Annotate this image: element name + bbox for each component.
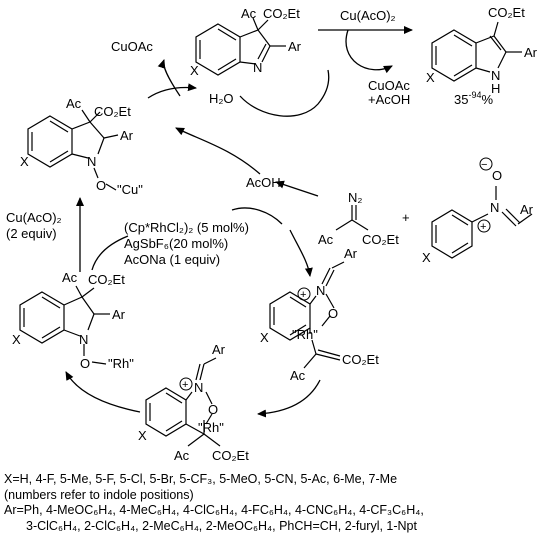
indolenine-co2et-label: CO₂Et (263, 6, 300, 21)
diazo-to-acoh-arrow (275, 180, 319, 197)
nitrone-o-label: O (492, 168, 502, 183)
insertion-co2et-label: CO₂Et (212, 448, 249, 463)
indoline-cu-o-label: O (96, 178, 106, 193)
ar-substituents-line-1: Ar=Ph, 4-MeOC₆H₄, 4-MeC₆H₄, 4-ClC₆H₄, 4-… (4, 503, 424, 517)
indoline-rh-ac-label: Ac (62, 270, 78, 285)
rhodacycle-x-label: X (260, 330, 269, 345)
indole-product: CO₂Et Ar N H X 35-94% (426, 5, 538, 107)
cycle-arrow-top-left (157, 59, 181, 97)
reaction-mechanism-scheme: Ac CO₂Et Ar N X CuOAc H₂O Cu(AcO)₂ CuOAc… (6, 5, 538, 463)
catalyst-line-1: (Cp*RhCl₂)₂ (5 mol%) (124, 220, 249, 235)
product-co2et-label: CO₂Et (488, 5, 525, 20)
indoline-rh-n-label: N (79, 332, 88, 347)
insertion-intermediate: + Ar N O "Rh" X Ac CO₂Et (138, 342, 249, 463)
rhodacycle-n-label: N (316, 283, 325, 298)
water-arc-arrow (239, 69, 330, 117)
indoline-cu-ar-label: Ar (120, 128, 134, 143)
rhodacycle-to-insertion-arrow (257, 379, 321, 418)
yield-base: 35-94% (454, 90, 493, 107)
indolenine-ac-label: Ac (241, 6, 257, 21)
cu-reagent-left-line-1: Cu(AcO)₂ (6, 210, 62, 225)
acoh-byproduct-label: +AcOH (368, 92, 410, 107)
product-h-label: H (491, 81, 500, 96)
catalyst-line-2: AgSbF₆(20 mol%) (124, 236, 228, 251)
cuoac-byproduct-label: CuOAc (368, 78, 410, 93)
diazo-co2et-label: CO₂Et (362, 232, 399, 247)
x-substituents-line: X=H, 4-F, 5-Me, 5-F, 5-Cl, 5-Br, 5-CF₃, … (4, 472, 398, 486)
acoh-center-label: AcOH (246, 175, 281, 190)
insertion-rh-label: "Rh" (198, 420, 224, 435)
diazo-compound: N₂ Ac CO₂Et (318, 190, 399, 247)
product-n-label: N (491, 68, 500, 83)
nitrone-minus-label: − (481, 159, 487, 171)
indoline-cu-n-label: N (87, 154, 96, 169)
indoline-cu-ac-label: Ac (66, 96, 82, 111)
cu-reagent-left-line-2: (2 equiv) (6, 226, 57, 241)
product-x-label: X (426, 70, 435, 85)
indoline-rh-x-label: X (12, 332, 21, 347)
ar-substituents-line-2: 3-ClC₆H₄, 2-ClC₆H₄, 2-MeC₆H₄, 2-MeOC₆H₄,… (26, 518, 417, 533)
cycle-arrow-to-indolenine (147, 83, 197, 99)
insertion-to-indoline-arrow (65, 371, 141, 413)
indolenine-x-label: X (190, 63, 199, 78)
insertion-ar-label: Ar (212, 342, 226, 357)
insertion-n-label: N (194, 380, 203, 395)
indoline-rh-co2et-label: CO₂Et (88, 272, 125, 287)
indoline-cu-metal-label: "Cu" (117, 182, 143, 197)
catalyst-line-3: AcONa (1 equiv) (124, 252, 220, 267)
indoline-rh-o-label: O (80, 356, 90, 371)
plus-sign: + (402, 210, 410, 225)
rh-carbene-ac-label: Ac (290, 368, 306, 383)
x-substituents-note: (numbers refer to indole positions) (4, 487, 194, 502)
nitrone-n-label: N (490, 200, 499, 215)
insertion-o-label: O (208, 402, 218, 417)
diazo-n2-label: N₂ (348, 190, 362, 205)
nitrone-reagent: − O N + Ar X (422, 157, 534, 265)
nitrone-ar-label: Ar (520, 202, 534, 217)
byproduct-release-arrow (345, 29, 393, 74)
insertion-plus-label: + (182, 379, 188, 391)
indolenine-n-label: N (253, 60, 262, 75)
indolenine-ar-label: Ar (288, 39, 302, 54)
nitrone-plus-label: + (480, 221, 486, 233)
cuoac-label-left: CuOAc (111, 39, 153, 54)
product-ar-label: Ar (524, 45, 538, 60)
indoline-copper-intermediate: Ac CO₂Et Ar N X O "Cu" (20, 96, 143, 197)
nitrone-x-label: X (422, 250, 431, 265)
catalyst-to-indoline-arrow (91, 235, 129, 271)
insertion-x-label: X (138, 428, 147, 443)
acoh-to-top-arrow (175, 127, 261, 175)
rhodacycle-intermediate: + Ar N O "Rh" X Ac CO₂Et (260, 246, 379, 383)
rhodacycle-ar-label: Ar (344, 246, 358, 261)
catalyst-arc-arrow (231, 207, 283, 225)
rhodacycle-plus-label: + (300, 289, 306, 301)
rh-carbene-co2et-label: CO₂Et (342, 352, 379, 367)
indoline-rh-metal-label: "Rh" (108, 356, 134, 371)
cu-reagent-top-label: Cu(AcO)₂ (340, 8, 396, 23)
rhodacycle-rh-label: "Rh" (292, 327, 318, 342)
insertion-ac-label: Ac (174, 448, 190, 463)
to-rhodacycle-arrow (289, 229, 313, 277)
indolenine-intermediate: Ac CO₂Et Ar N X (190, 6, 302, 78)
rhodacycle-o-label: O (328, 306, 338, 321)
indoline-rhodium-intermediate: Ac CO₂Et Ar N X O "Rh" (12, 270, 134, 371)
indoline-cu-x-label: X (20, 154, 29, 169)
diazo-ac-label: Ac (318, 232, 334, 247)
indoline-rh-ar-label: Ar (112, 307, 126, 322)
indoline-cu-co2et-label: CO₂Et (94, 104, 131, 119)
substituent-footnotes: X=H, 4-F, 5-Me, 5-F, 5-Cl, 5-Br, 5-CF₃, … (4, 472, 544, 534)
water-label: H₂O (209, 91, 234, 106)
